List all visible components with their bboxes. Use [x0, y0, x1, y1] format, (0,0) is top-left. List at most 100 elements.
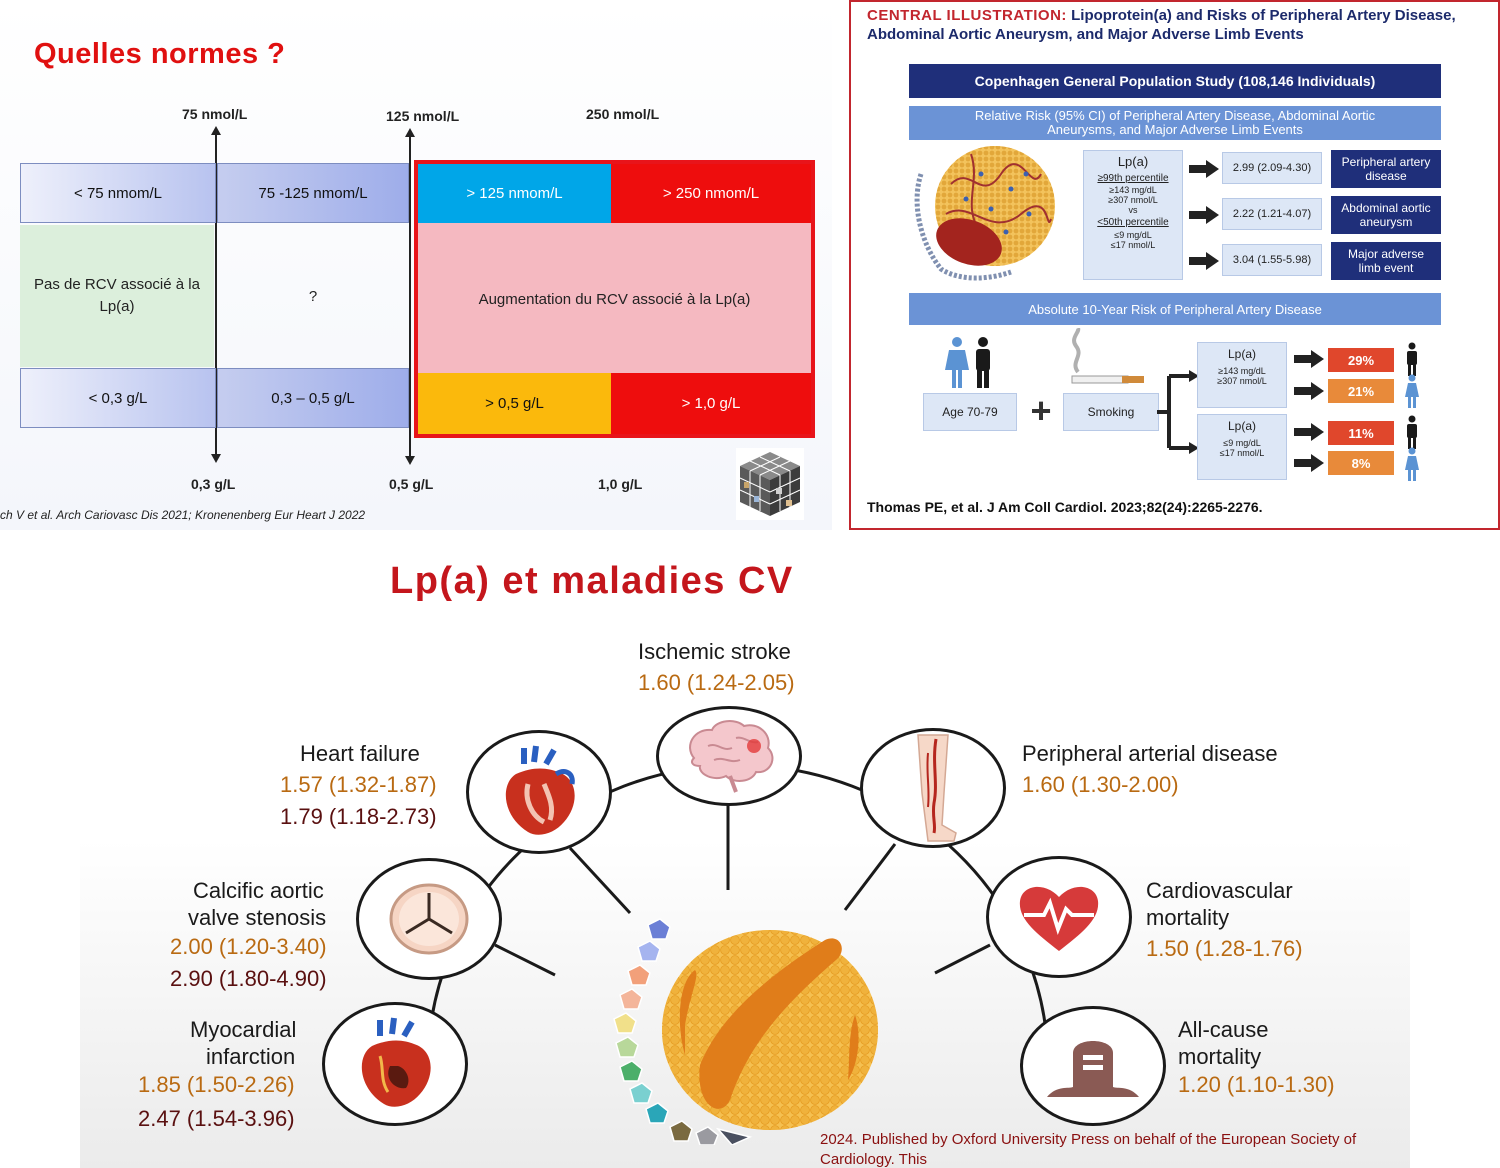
male-icon	[1407, 415, 1417, 449]
low-lpa-title: Lp(a)	[1227, 419, 1256, 433]
lpa-vs: vs	[1128, 205, 1138, 215]
risk-29-pct: 29%	[1328, 348, 1394, 372]
arrow-down-icon	[405, 456, 415, 465]
central-illustration-panel: CENTRAL ILLUSTRATION: Lipoprotein(a) and…	[849, 0, 1500, 530]
all-cause-value: 1.20 (1.10-1.30)	[1178, 1072, 1335, 1097]
low-lpa-box: Lp(a) ≤9 mg/dL ≤17 nmol/L	[1197, 414, 1287, 480]
aortic-valve-icon-circle	[356, 858, 502, 980]
cell-75-125: 75 -125 nmom/L	[217, 163, 409, 223]
heart-anatomy-icon-circle	[466, 730, 612, 854]
arrow-down-icon	[211, 454, 221, 463]
threshold-125-nmol: 125 nmol/L	[386, 108, 460, 124]
risk-8-pct: 8%	[1328, 451, 1394, 475]
male-icon	[1407, 342, 1417, 376]
aortic-valve-icon	[389, 883, 469, 955]
cell-gt-05: > 0,5 g/L	[418, 373, 611, 434]
all-cause-label-1: All-cause	[1178, 1017, 1269, 1042]
lpa-title: Lp(a)	[1117, 154, 1149, 169]
heart-mi-icon	[361, 1017, 431, 1107]
cell-lt-75: < 75 nmom/L	[20, 163, 216, 223]
arrow-right-icon	[1294, 454, 1324, 472]
heart-failure-value-1: 1.57 (1.32-1.87)	[280, 772, 437, 797]
cv-mortality-label-1: Cardiovascular	[1146, 878, 1293, 903]
arrow-right-icon	[1294, 382, 1324, 400]
all-cause-label-2: mortality	[1178, 1044, 1262, 1069]
cv-mortality-value: 1.50 (1.28-1.76)	[1146, 936, 1303, 961]
cell-gt-10: > 1,0 g/L	[611, 373, 811, 434]
relative-risk-banner: Relative Risk (95% CI) of Peripheral Art…	[909, 106, 1441, 140]
publisher-note: 2024. Published by Oxford University Pre…	[820, 1131, 1357, 1168]
mi-label-1: Myocardial	[190, 1017, 297, 1042]
high-lpa-mg: ≥143 mg/dL	[1218, 366, 1266, 376]
heart-pulse-icon-circle	[986, 856, 1132, 978]
smoking-box: Smoking	[1063, 393, 1159, 431]
cell-increased-risk: Augmentation du RCV associé à la Lp(a)	[478, 290, 751, 308]
title-prefix: CENTRAL ILLUSTRATION:	[867, 7, 1067, 24]
female-icon	[1405, 447, 1419, 481]
calcific-aortic-label-2: valve stenosis	[188, 905, 327, 930]
absolute-risk-banner: Absolute 10-Year Risk of Peripheral Arte…	[909, 293, 1441, 325]
arrow-right-icon	[1189, 206, 1219, 224]
brain-icon-circle	[656, 706, 802, 806]
cell-gt-125: > 125 nmom/L	[418, 164, 611, 223]
lpa-high-nmol: ≥307 nmol/L	[1108, 195, 1158, 205]
norms-reference: ch V et al. Arch Cariovasc Dis 2021; Kro…	[0, 508, 366, 522]
citation: Thomas PE, et al. J Am Coll Cardiol. 202…	[867, 499, 1263, 515]
ischemic-stroke-label: Ischemic stroke	[638, 639, 791, 664]
threshold-line-125	[409, 136, 411, 458]
tombstone-icon-circle	[1020, 1006, 1166, 1126]
peripheral-arterial-disease-label: Peripheral arterial disease	[1022, 741, 1278, 766]
mi-value-2: 2.47 (1.54-3.96)	[138, 1106, 295, 1131]
arrow-right-icon	[1189, 160, 1219, 178]
female-icon	[1405, 374, 1419, 408]
lpa-high-mg: ≥143 mg/dL	[1109, 185, 1157, 195]
lpa-low-nmol: ≤17 nmol/L	[1110, 240, 1156, 250]
brain-icon	[689, 720, 774, 793]
high-lpa-box: Lp(a) ≥143 mg/dL ≥307 nmol/L	[1197, 342, 1287, 408]
cv-mortality-label-2: mortality	[1146, 905, 1230, 930]
lpa-low-percentile: <50th percentile	[1097, 217, 1169, 228]
rr-outcome-aaa: Abdominal aortic aneurysm	[1331, 196, 1441, 234]
risk-11-pct: 11%	[1328, 421, 1394, 445]
norms-title: Quelles normes ?	[34, 38, 286, 70]
rr-value-aaa: 2.22 (1.21-4.07)	[1222, 198, 1322, 230]
rr-value-pad: 2.99 (2.09-4.30)	[1222, 152, 1322, 184]
arrow-right-icon	[1294, 350, 1324, 368]
cell-03-05: 0,3 – 0,5 g/L	[217, 368, 409, 428]
heart-mi-icon-circle	[322, 1002, 468, 1126]
heart-pulse-icon	[1019, 886, 1099, 951]
cv-diseases-panel: Lp(a) et maladies CV	[0, 540, 1500, 1168]
threshold-03-gl: 0,3 g/L	[191, 476, 236, 492]
norms-panel: Quelles normes ? 75 nmol/L 125 nmol/L 25…	[0, 0, 832, 530]
threshold-75-nmol: 75 nmol/L	[182, 106, 248, 122]
threshold-05-gl: 0,5 g/L	[389, 476, 434, 492]
calcific-aortic-label-1: Calcific aortic	[193, 878, 324, 903]
cell-no-risk: Pas de RCV associé à la Lp(a)	[20, 225, 214, 367]
lipoprotein-particle-icon	[914, 146, 1055, 281]
arrow-right-icon	[1294, 423, 1324, 441]
cell-unknown-risk: ?	[308, 287, 318, 305]
branch-connector	[1157, 370, 1199, 454]
risk-21-pct: 21%	[1328, 379, 1394, 403]
mi-label-2: infarction	[206, 1044, 296, 1069]
threshold-250-nmol: 250 nmol/L	[586, 106, 660, 122]
lpa-high-percentile: ≥99th percentile	[1097, 173, 1169, 184]
low-lpa-nmol: ≤17 nmol/L	[1219, 448, 1265, 458]
leg-artery-icon-circle	[860, 728, 1006, 848]
couple-icon	[945, 337, 990, 388]
tombstone-icon	[1047, 1041, 1139, 1097]
calcific-aortic-value-2: 2.90 (1.80-4.90)	[170, 966, 327, 991]
lpa-low-mg: ≤9 mg/dL	[1114, 230, 1152, 240]
heart-anatomy-icon	[505, 745, 575, 835]
heart-failure-value-2: 1.79 (1.18-2.73)	[280, 804, 437, 829]
title-rest: Lipoprotein(a) and Risks of Peripheral A…	[867, 7, 1456, 43]
central-illustration-title: CENTRAL ILLUSTRATION: Lipoprotein(a) and…	[867, 6, 1487, 44]
cell-lt-03: < 0,3 g/L	[20, 368, 216, 428]
arrow-up-icon	[211, 126, 221, 135]
plus-icon: +	[1030, 390, 1052, 431]
rr-value-male: 3.04 (1.55-5.98)	[1222, 244, 1322, 276]
arrow-right-icon	[1189, 252, 1219, 270]
lpa-criteria-box: Lp(a) ≥99th percentile ≥143 mg/dL ≥307 n…	[1083, 150, 1183, 280]
rr-outcome-male: Major adverse limb event	[1331, 242, 1441, 280]
heart-failure-label: Heart failure	[300, 741, 420, 766]
